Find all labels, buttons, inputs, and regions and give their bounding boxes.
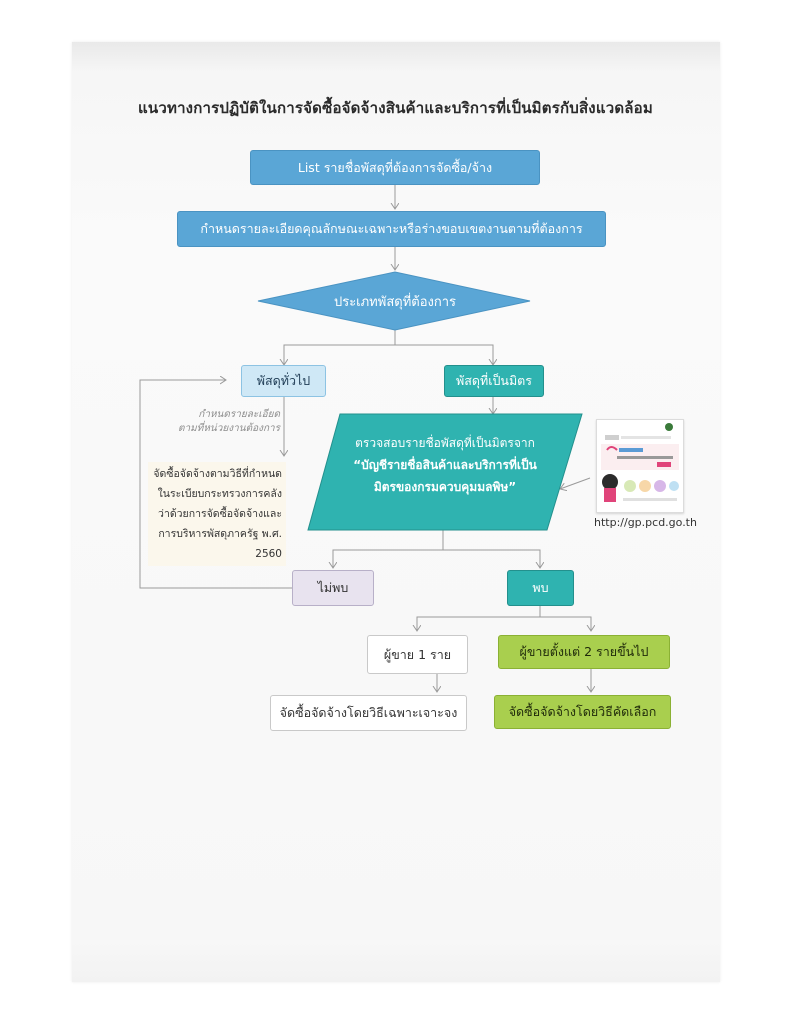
specification-box: กำหนดรายละเอียดคุณลักษณะเฉพาะหรือร่างขอบ… <box>177 211 606 247</box>
green-item-box: พัสดุที่เป็นมิตร <box>444 365 544 397</box>
arrow-decision-green <box>395 344 493 365</box>
check-line-1: ตรวจสอบรายชื่อพัสดุที่เป็นมิตรจาก <box>355 436 535 450</box>
type-decision-label: ประเภทพัสดุที่ต้องการ <box>333 294 457 310</box>
arrow-notfound-loop <box>139 380 292 589</box>
found-box: พบ <box>507 570 574 606</box>
rule-line-3: ว่าด้วยการจัดซื้อจัดจ้างและ <box>158 508 282 520</box>
rule-line-1: จัดซื้อจัดจ้างตามวิธีที่กำหนด <box>153 468 282 480</box>
specific-method-box: จัดซื้อจัดจ้างโดยวิธีเฉพาะเจาะจง <box>270 695 467 731</box>
arrow-found-one <box>417 606 541 631</box>
check-line-3: มิตรของกรมควบคุมมลพิษ” <box>373 480 517 494</box>
page-title: แนวทางการปฏิบัติในการจัดซื้อจัดจ้างสินค้… <box>138 99 653 117</box>
general-note-line-2: ตามที่หน่วยงานต้องการ <box>178 423 280 434</box>
general-item-box: พัสดุทั่วไป <box>241 365 326 397</box>
general-note: กำหนดรายละเอียด ตามที่หน่วยงานต้องการ <box>165 408 280 436</box>
rule-line-2: ในระเบียบกระทรวงการคลัง <box>157 488 282 500</box>
arrow-check-found <box>443 549 540 568</box>
type-decision-diamond <box>257 271 531 331</box>
general-note-line-1: กำหนดรายละเอียด <box>198 409 280 420</box>
arrow-check-notfound <box>333 530 444 568</box>
check-parallelogram <box>307 413 583 531</box>
website-url[interactable]: http://gp.pcd.go.th <box>594 516 697 529</box>
procurement-rule-box: จัดซื้อจัดจ้างตามวิธีที่กำหนด ในระเบียบก… <box>148 462 286 566</box>
arrow-website-check <box>560 477 591 489</box>
arrow-found-two <box>540 616 591 631</box>
rule-line-4: การบริหารพัสดุภาครัฐ พ.ศ. 2560 <box>158 528 282 560</box>
check-line-2: “บัญชีรายชื่อสินค้าและบริการที่เป็น <box>353 458 537 472</box>
not-found-box: ไม่พบ <box>292 570 374 606</box>
website-screenshot-thumbnail <box>596 419 684 513</box>
two-sellers-box: ผู้ขายตั้งแต่ 2 รายขึ้นไป <box>498 635 670 669</box>
list-items-box: List รายชื่อพัสดุที่ต้องการจัดซื้อ/จ้าง <box>250 150 540 185</box>
website-thumbnail-graphic <box>597 420 683 512</box>
check-list-text: ตรวจสอบรายชื่อพัสดุที่เป็นมิตรจาก “บัญชี… <box>320 432 570 498</box>
selection-method-box: จัดซื้อจัดจ้างโดยวิธีคัดเลือก <box>494 695 671 729</box>
arrow-decision-general <box>284 330 396 365</box>
one-seller-box: ผู้ขาย 1 ราย <box>367 635 468 674</box>
